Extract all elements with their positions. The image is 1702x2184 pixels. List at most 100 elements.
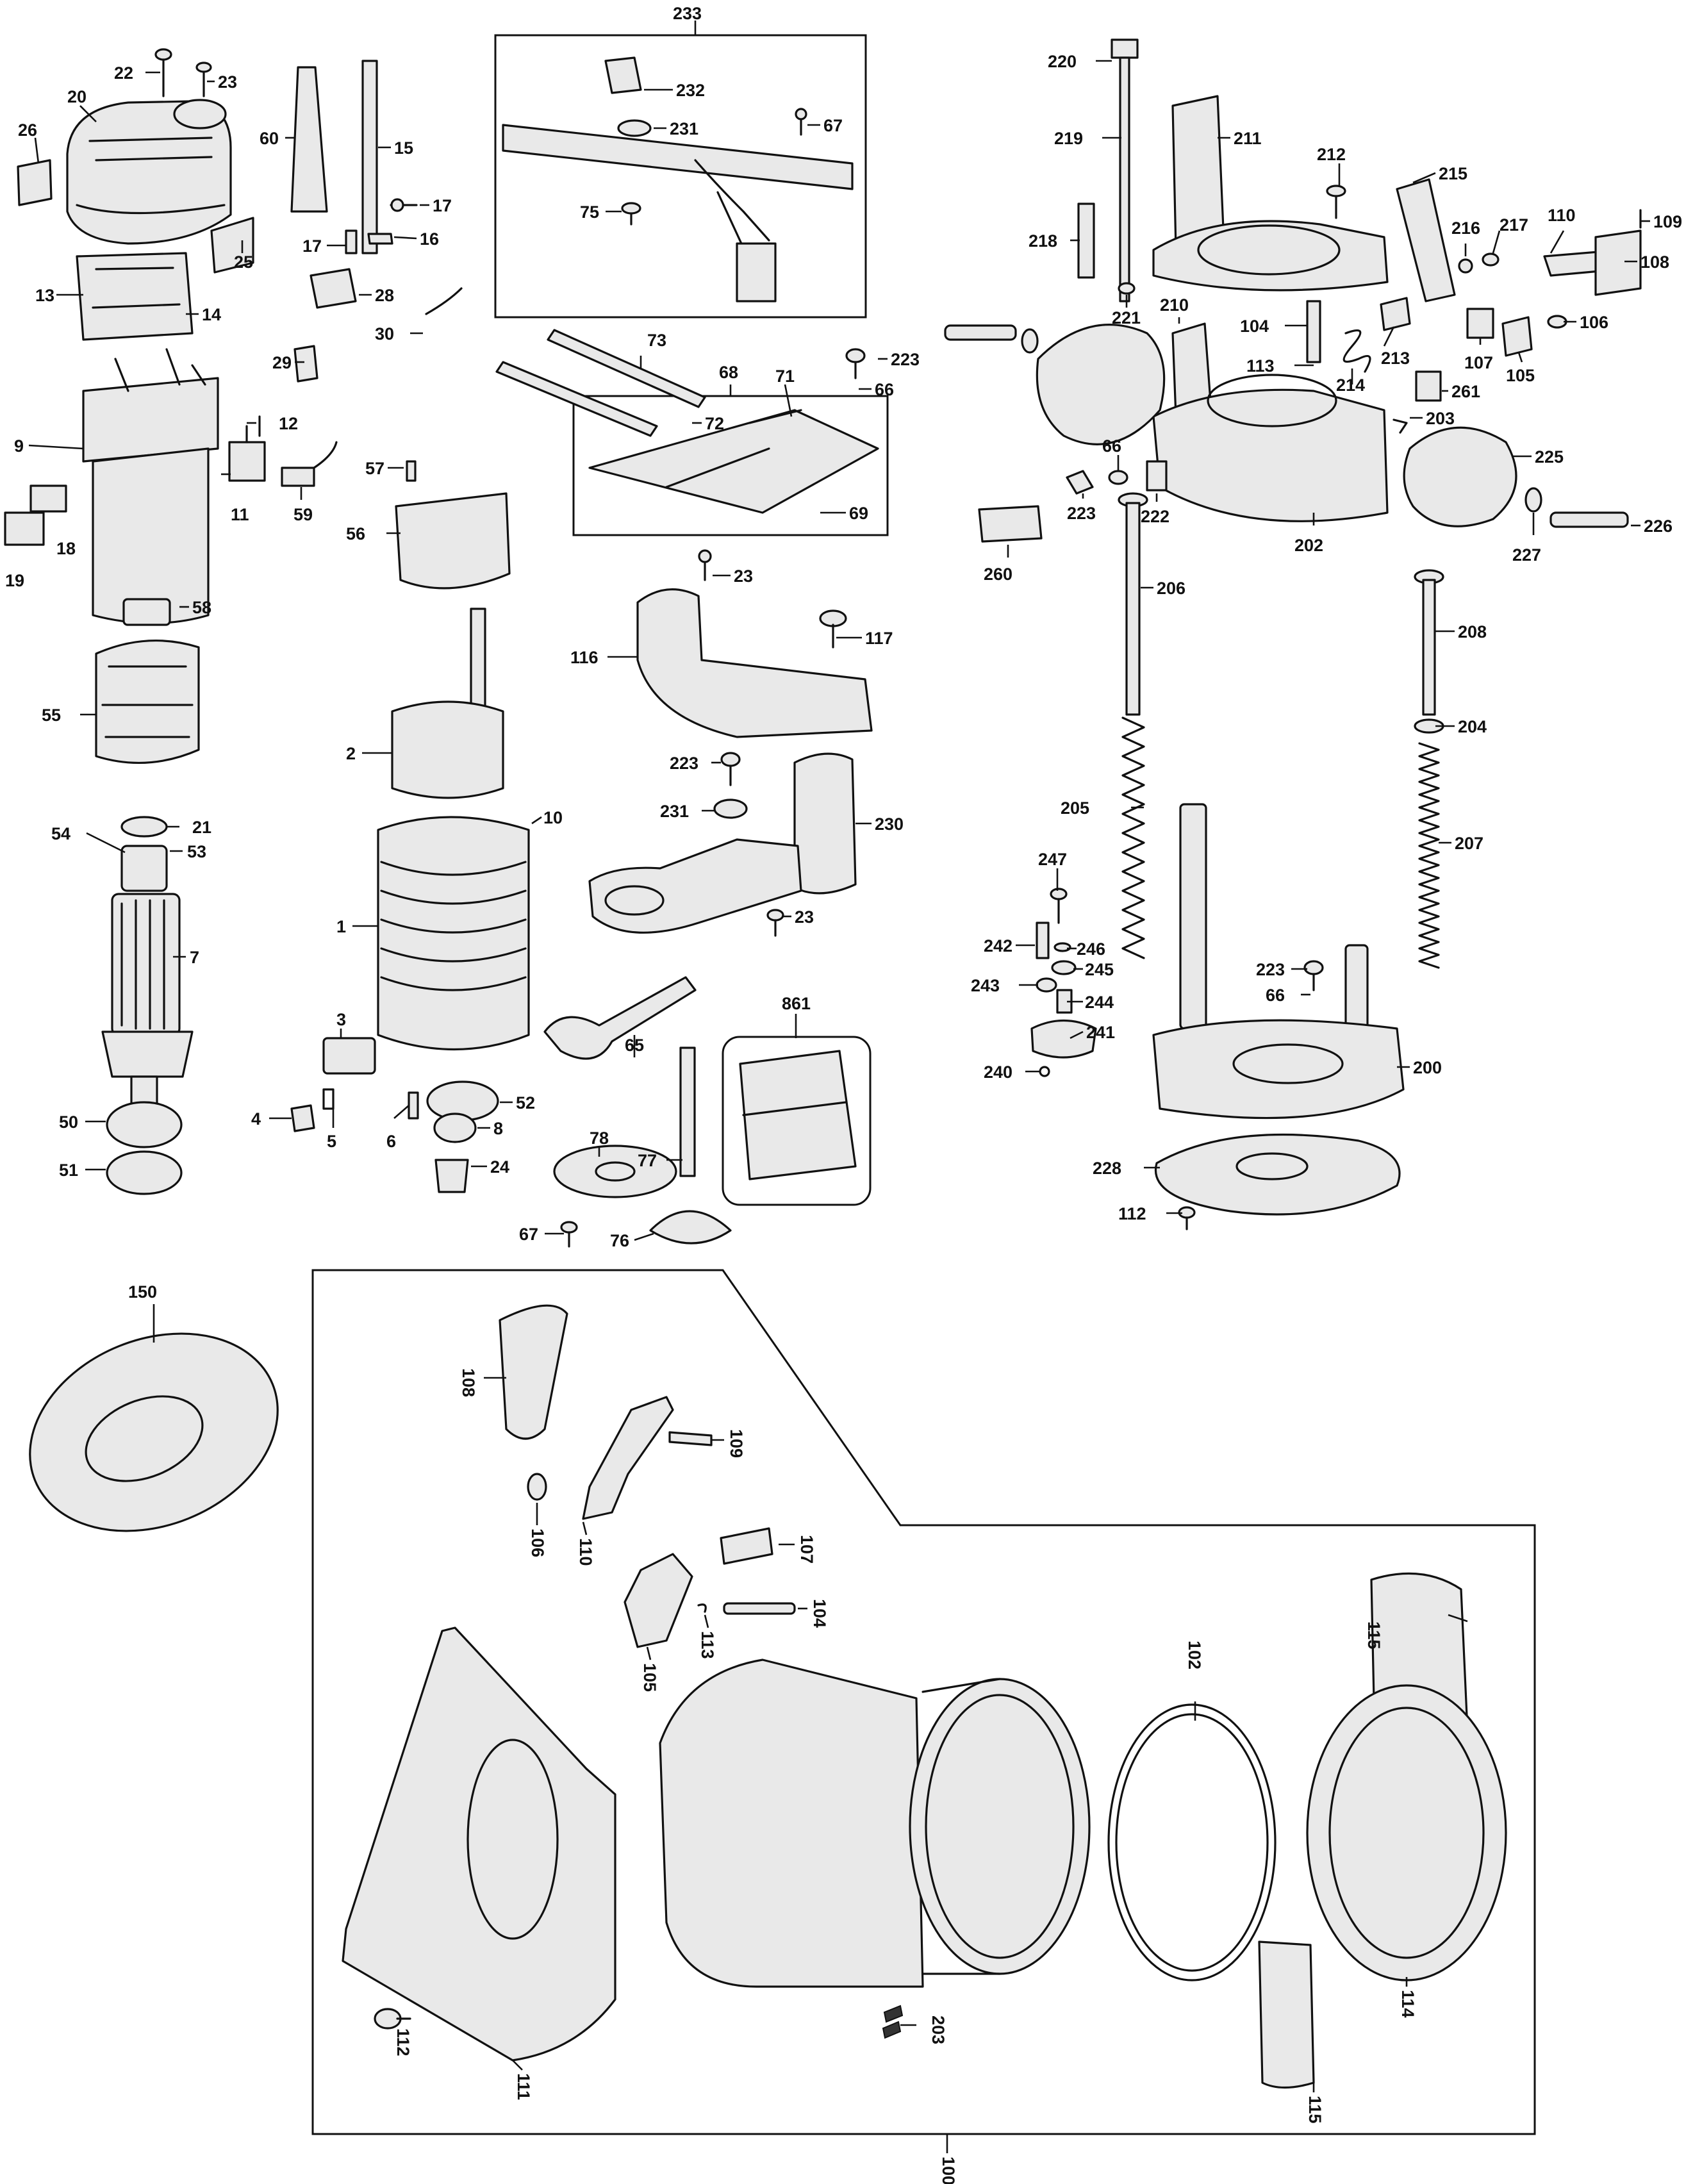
switch-3-part: [322, 1037, 376, 1075]
knob-left-part: [944, 324, 1166, 445]
pin-16-part: [367, 233, 393, 245]
part-num-67: 67: [823, 116, 843, 135]
latch-108b-part: [499, 1304, 568, 1440]
dust-adapter-230-part: [588, 752, 857, 934]
part-num-22: 22: [114, 63, 133, 83]
part-num-242: 242: [984, 936, 1012, 956]
part-num-216: 216: [1451, 219, 1480, 238]
part-num-227: 227: [1512, 545, 1541, 565]
part-num-12: 12: [279, 414, 298, 433]
body-202-part: [1152, 322, 1389, 522]
part-num-7: 7: [190, 948, 199, 967]
part-num-13: 13: [35, 286, 54, 305]
part-num-115a: 115: [1364, 1621, 1384, 1650]
part-num-221: 221: [1112, 308, 1141, 327]
bearing-50-part: [106, 1101, 183, 1148]
kit-100-box: [311, 1269, 1536, 2135]
part-num-57: 57: [365, 459, 384, 478]
part-num-116: 116: [570, 648, 599, 667]
part-num-203: 203: [1426, 409, 1455, 428]
part-num-205: 205: [1061, 798, 1089, 818]
part-num-25: 25: [234, 252, 253, 272]
screw-212-part: [1326, 185, 1346, 219]
part-num-243: 243: [971, 976, 1000, 995]
collar-58-part: [122, 598, 171, 626]
pin-106-part: [1547, 315, 1567, 329]
knob-213-part: [1380, 297, 1411, 331]
part-num-106b: 106: [528, 1528, 547, 1557]
brush-holder-11-part: [228, 425, 266, 482]
part-num-100: 100: [939, 2156, 958, 2184]
pin-106b-part: [527, 1473, 547, 1501]
part-num-109b: 109: [727, 1429, 746, 1458]
part-num-111: 111: [514, 2073, 533, 2100]
part-num-112: 112: [1118, 1204, 1146, 1223]
part-num-26: 26: [18, 120, 37, 140]
part-num-200: 200: [1413, 1058, 1442, 1077]
label-26-part: [17, 159, 53, 206]
part-num-206: 206: [1157, 579, 1186, 598]
part-num-1: 1: [336, 917, 346, 936]
part-num-67b: 67: [519, 1225, 538, 1244]
rod-208-part: [1414, 569, 1444, 716]
rod-15-part: [361, 60, 378, 254]
clip-66b-part: [1108, 470, 1128, 485]
washer-21-part: [120, 816, 168, 838]
screw-22-part: [154, 48, 172, 97]
part-num-8: 8: [493, 1119, 503, 1138]
part-num-3: 3: [336, 1010, 346, 1029]
lever-215-part: [1396, 178, 1456, 302]
label-260-part: [978, 505, 1043, 543]
part-num-17a: 17: [433, 196, 452, 215]
part-num-861: 861: [782, 994, 811, 1013]
pin-104b-part: [723, 1602, 796, 1615]
part-num-29: 29: [272, 353, 292, 372]
knob-117-part: [819, 609, 847, 649]
part-num-77: 77: [638, 1151, 657, 1170]
part-num-16: 16: [420, 229, 439, 249]
turret-241-part: [1030, 1020, 1097, 1059]
part-num-228: 228: [1093, 1159, 1121, 1178]
tube-60-part: [290, 66, 328, 213]
base-200-part: [1152, 803, 1405, 1120]
wrench-65-part: [543, 976, 697, 1060]
part-num-59: 59: [293, 505, 313, 524]
screw-217-part: [1482, 252, 1500, 267]
part-num-115b: 115: [1305, 2096, 1325, 2124]
part-num-204: 204: [1458, 717, 1487, 736]
part-num-213: 213: [1381, 349, 1410, 368]
clip-113b-part: [697, 1603, 707, 1613]
screw-67b-part: [560, 1221, 578, 1248]
baffle-56-part: [395, 492, 511, 590]
screw-223b-part: [845, 348, 866, 379]
part-num-246: 246: [1077, 939, 1105, 959]
part-107-part: [1466, 308, 1494, 339]
bearing-51-part: [106, 1150, 183, 1195]
part-num-109: 109: [1653, 212, 1682, 231]
part-num-2: 2: [346, 744, 356, 763]
part-107b-part: [720, 1527, 773, 1565]
part-num-6: 6: [386, 1132, 396, 1151]
knob-232-part: [604, 56, 642, 94]
part-num-9: 9: [14, 436, 24, 456]
part-num-113b: 113: [698, 1631, 717, 1659]
motor-housing-9-part: [82, 348, 219, 625]
kit-68-box: [572, 395, 889, 536]
part-num-260: 260: [984, 565, 1012, 584]
base-plate-111-part: [342, 1626, 616, 2062]
part-num-223d: 223: [1256, 960, 1285, 979]
sub-base-228-part: [1154, 1133, 1401, 1216]
part-num-5: 5: [327, 1132, 336, 1151]
label-25-part: [210, 217, 254, 274]
part-num-75: 75: [580, 203, 599, 222]
button-4-part: [290, 1104, 315, 1132]
part-num-71: 71: [775, 367, 795, 386]
part-num-66: 66: [875, 380, 894, 399]
screw-223d-part: [1303, 960, 1324, 991]
turret-211-part: [1152, 95, 1389, 292]
screw-247-part: [1050, 888, 1068, 924]
pin-242-part: [1036, 922, 1050, 959]
part-num-113: 113: [1246, 356, 1275, 376]
switch-18-part: [29, 484, 67, 513]
part-num-4: 4: [251, 1109, 261, 1129]
